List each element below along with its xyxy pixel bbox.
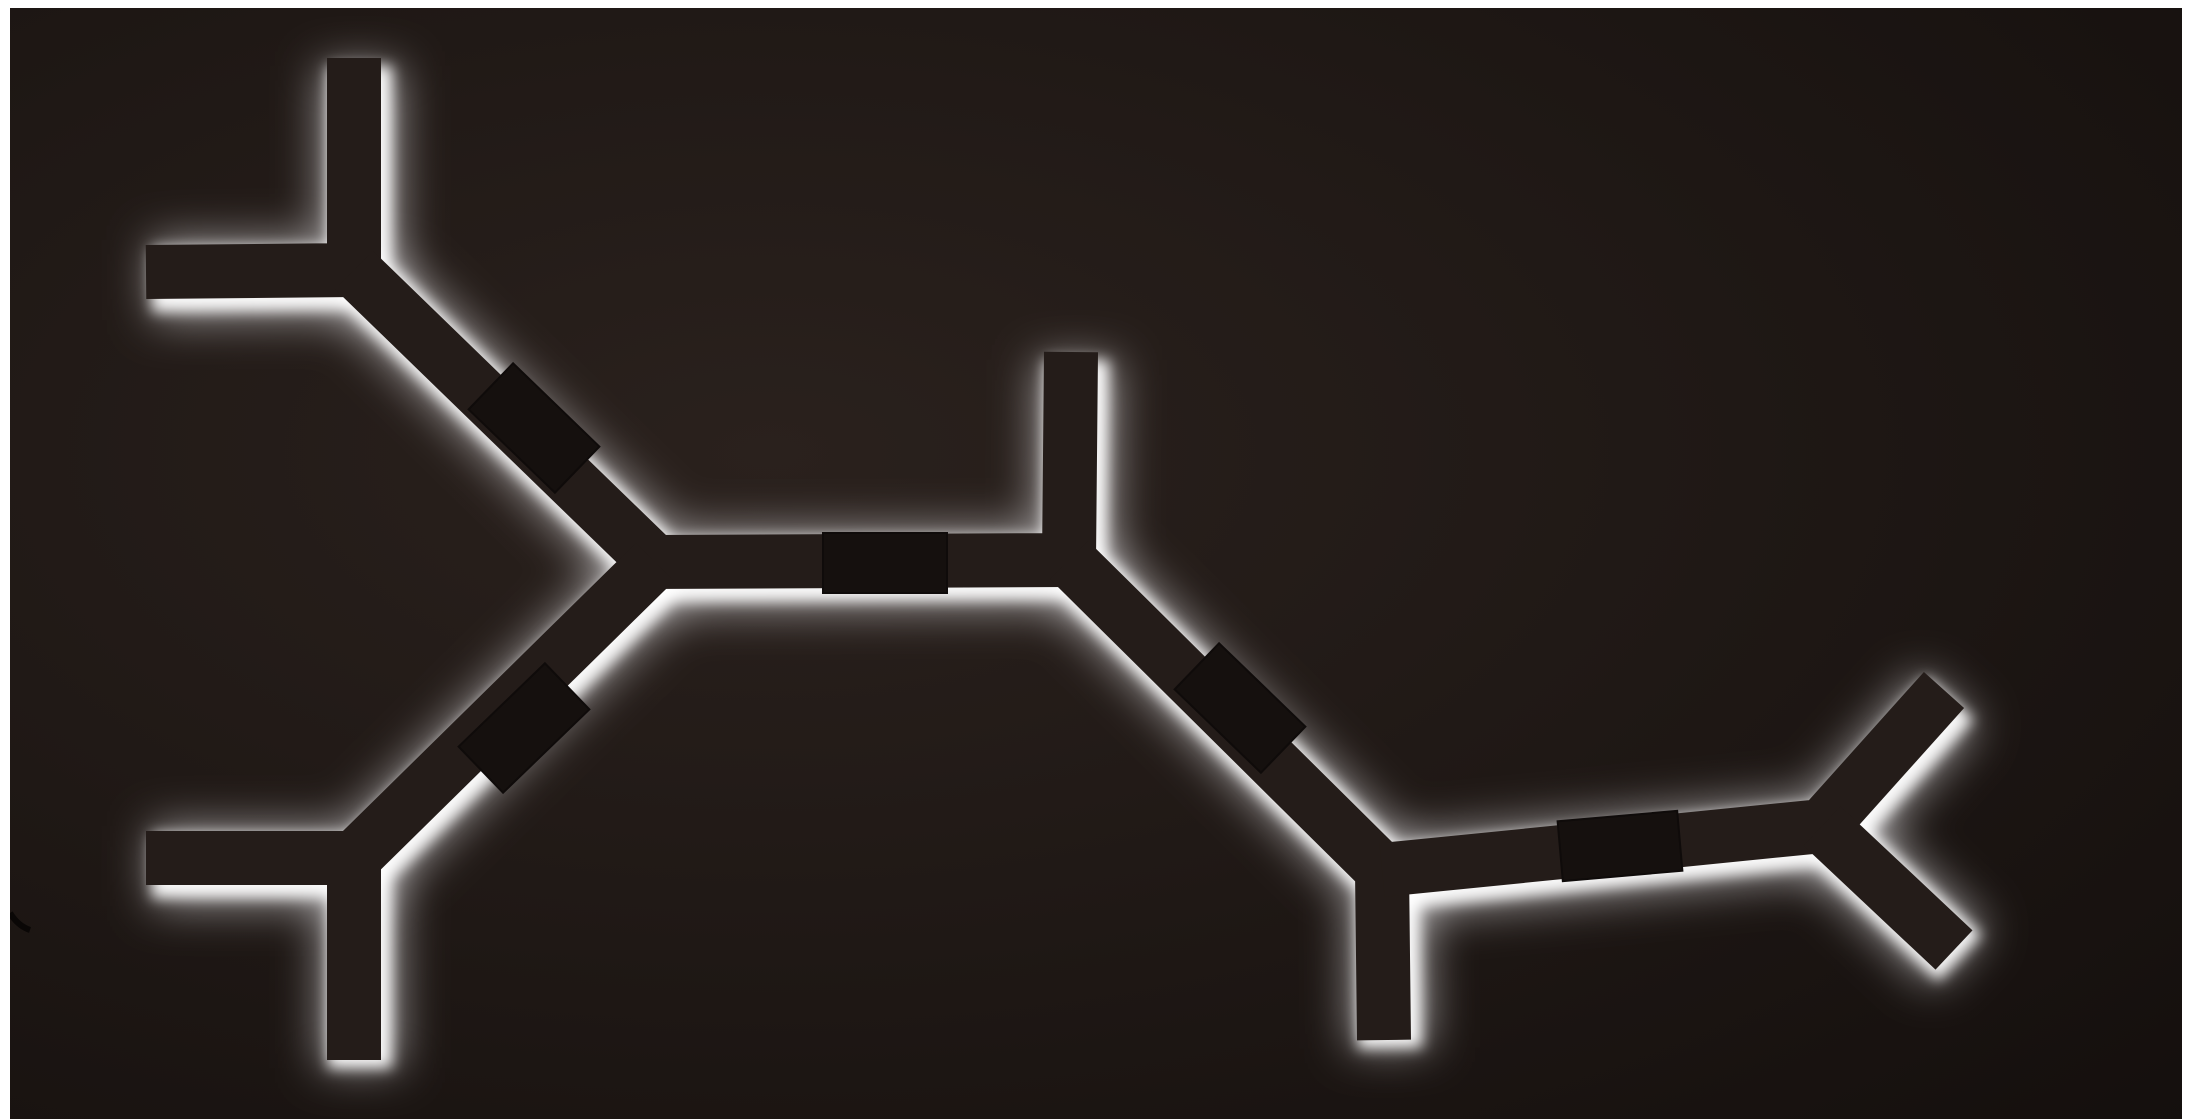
connector-3	[822, 532, 948, 594]
connector-2	[457, 661, 591, 795]
photo	[10, 8, 2182, 1119]
connectors	[457, 361, 1684, 883]
light-fixture-scene	[10, 8, 2182, 1119]
connector-5	[1556, 809, 1684, 883]
cable	[10, 911, 32, 933]
connector-4	[1173, 641, 1307, 775]
connector-1	[467, 361, 601, 495]
